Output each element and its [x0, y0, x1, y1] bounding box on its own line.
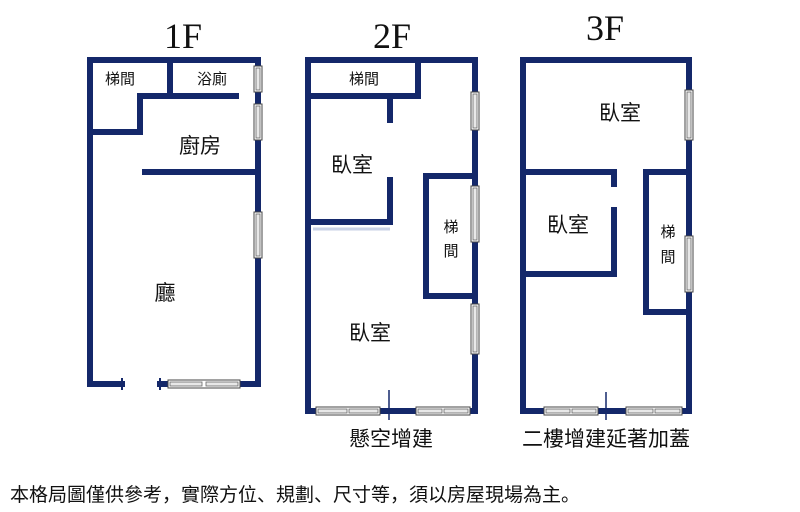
room-label-2f-stair-top: 梯間	[349, 71, 379, 88]
room-label-2f-bedroom-lower: 臥室	[349, 321, 391, 345]
floor-2f-window-upper	[470, 91, 480, 131]
room-label-2f-stair-side-2: 間	[443, 244, 458, 260]
floor-1f-window-front	[167, 379, 241, 389]
floor-2f-side-stair-wall	[423, 173, 478, 299]
room-label-1f-bath: 浴廁	[197, 70, 227, 88]
room-label-1f-kitchen: 廚房	[179, 134, 221, 158]
room-label-3f-bedroom-top: 臥室	[599, 101, 641, 125]
floor-2f-top-stair-wall	[305, 57, 421, 99]
floor-2f-window-lower	[470, 303, 480, 355]
floor-3f: 3F 臥室 臥室 梯 間 二	[520, 8, 694, 451]
disclaimer: 本格局圖僅供參考，實際方位、規劃、尺寸等，須以房屋現場為主。	[10, 484, 580, 506]
room-label-3f-stair-side-1: 梯	[660, 224, 675, 241]
room-label-2f-bedroom-upper: 臥室	[331, 153, 373, 177]
floor-2f: 2F	[305, 16, 480, 451]
room-label-2f-stair-side-1: 梯	[443, 219, 458, 236]
floor-title-3f: 3F	[586, 8, 624, 48]
floor-1f-window-living	[253, 211, 263, 259]
room-label-1f-stair: 梯間	[105, 71, 135, 88]
floor-1f: 1F 梯間 浴廁 廚房 廳	[87, 16, 263, 390]
floor-2f-window-stair	[470, 185, 480, 243]
floor-1f-window-kitchen	[253, 103, 263, 141]
floor-2f-note: 懸空增建	[349, 427, 433, 451]
room-label-1f-living: 廳	[155, 281, 176, 305]
floor-3f-window-stair	[684, 235, 694, 293]
floor-3f-window-top	[684, 89, 694, 141]
floor-title-2f: 2F	[373, 16, 411, 56]
room-label-3f-bedroom-left: 臥室	[547, 213, 589, 237]
floor-3f-side-stair-wall	[643, 169, 692, 315]
floor-3f-note: 二樓增建延著加蓋	[522, 427, 690, 451]
floor-3f-bedroom-left-wall	[520, 207, 617, 277]
floor-1f-stair-wall	[87, 93, 239, 135]
floor-2f-window-front-right	[415, 406, 471, 416]
floor-3f-bedroom-wall	[520, 169, 617, 187]
floor-3f-window-front-left	[543, 406, 599, 416]
floor-1f-window-bath	[253, 65, 263, 93]
floor-title-1f: 1F	[164, 16, 202, 56]
floor-1f-outer-wall	[87, 57, 261, 387]
floor-2f-window-front-left	[315, 406, 381, 416]
floor-2f-bedroom-wall	[305, 177, 393, 225]
floor-3f-window-front-right	[625, 406, 683, 416]
room-label-3f-stair-side-2: 間	[660, 250, 675, 266]
